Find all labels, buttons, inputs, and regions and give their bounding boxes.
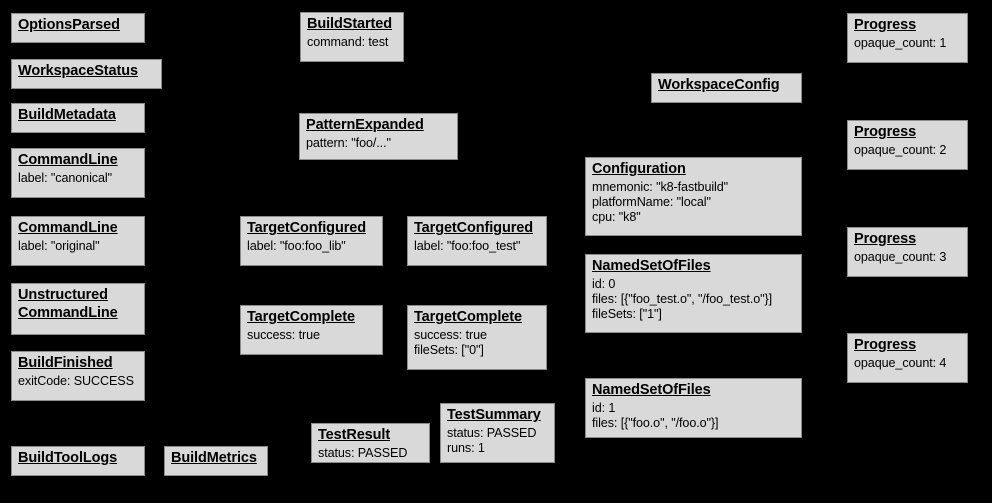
node-title: Progress <box>854 231 917 247</box>
node-fields: opaque_count: 3 <box>854 250 961 265</box>
node-command-line-original[interactable]: CommandLine label: "original" <box>11 216 145 266</box>
node-build-metadata[interactable]: BuildMetadata <box>11 103 145 133</box>
node-unstructured-command-line[interactable]: Unstructured CommandLine <box>11 283 145 335</box>
node-field: label: "canonical" <box>18 170 112 185</box>
node-options-parsed[interactable]: OptionsParsed <box>11 13 145 43</box>
node-field: opaque_count: 3 <box>854 249 947 264</box>
node-field: pattern: "foo/..." <box>306 135 391 150</box>
node-field: fileSets: ["1"] <box>592 307 662 322</box>
node-title: Configuration <box>592 161 686 177</box>
node-title: TargetComplete <box>414 309 522 325</box>
node-fields: pattern: "foo/..." <box>306 136 451 151</box>
node-fields: status: PASSED <box>318 446 423 461</box>
node-test-result[interactable]: TestResult status: PASSED <box>311 423 430 463</box>
node-title: Progress <box>854 124 917 140</box>
node-title: CommandLine <box>18 220 118 236</box>
node-field: opaque_count: 2 <box>854 142 947 157</box>
node-title: BuildMetadata <box>18 107 116 123</box>
node-field: exitCode: SUCCESS <box>18 373 134 388</box>
node-progress-3[interactable]: Progress opaque_count: 3 <box>847 227 968 277</box>
node-build-metrics[interactable]: BuildMetrics <box>164 446 268 476</box>
node-field: files: [{"foo.o", "/foo.o"}] <box>592 416 719 431</box>
node-progress-2[interactable]: Progress opaque_count: 2 <box>847 120 968 170</box>
node-title: CommandLine <box>18 152 118 168</box>
node-field: id: 1 <box>592 400 616 415</box>
node-title: PatternExpanded <box>306 117 424 133</box>
node-title: TestSummary <box>447 407 541 423</box>
node-fields: exitCode: SUCCESS <box>18 374 138 389</box>
node-workspace-config[interactable]: WorkspaceConfig <box>651 73 802 103</box>
node-title: TargetComplete <box>247 309 355 325</box>
node-fields: label: "foo:foo_test" <box>414 239 540 254</box>
node-title: Progress <box>854 17 917 33</box>
node-fields: label: "original" <box>18 239 138 254</box>
node-configuration[interactable]: Configuration mnemonic: "k8-fastbuild"pla… <box>585 157 802 236</box>
node-field: platformName: "local" <box>592 195 711 210</box>
node-fields: command: test <box>307 35 397 50</box>
node-title: WorkspaceStatus <box>18 63 138 79</box>
node-fields: mnemonic: "k8-fastbuild"platformName: "l… <box>592 180 795 226</box>
node-fields: opaque_count: 2 <box>854 143 961 158</box>
node-progress-1[interactable]: Progress opaque_count: 1 <box>847 13 968 63</box>
node-title: TargetConfigured <box>414 220 533 236</box>
node-fields: label: "canonical" <box>18 171 138 186</box>
node-fields: opaque_count: 4 <box>854 356 961 371</box>
node-field: success: true <box>247 327 320 342</box>
node-title: Unstructured CommandLine <box>18 287 118 321</box>
node-title: Progress <box>854 337 917 353</box>
node-field: opaque_count: 1 <box>854 35 947 50</box>
node-title: BuildToolLogs <box>18 450 118 466</box>
node-field: cpu: "k8" <box>592 210 641 225</box>
node-fields: success: true <box>247 328 376 343</box>
node-target-configured-lib[interactable]: TargetConfigured label: "foo:foo_lib" <box>240 216 383 266</box>
node-fields: label: "foo:foo_lib" <box>247 239 376 254</box>
node-fields: opaque_count: 1 <box>854 36 961 51</box>
node-target-complete-lib[interactable]: TargetComplete success: true <box>240 305 383 355</box>
node-title: NamedSetOfFiles <box>592 258 711 274</box>
node-field: opaque_count: 4 <box>854 355 947 370</box>
node-progress-4[interactable]: Progress opaque_count: 4 <box>847 333 968 383</box>
node-command-line-canonical[interactable]: CommandLine label: "canonical" <box>11 148 145 198</box>
node-field: label: "original" <box>18 238 100 253</box>
node-title: OptionsParsed <box>18 17 120 33</box>
node-field: files: [{"foo_test.o", "/foo_test.o"}] <box>592 292 773 307</box>
node-field: mnemonic: "k8-fastbuild" <box>592 179 729 194</box>
node-field: runs: 1 <box>447 441 485 456</box>
node-field: status: PASSED <box>447 425 537 440</box>
node-title: BuildStarted <box>307 16 393 32</box>
node-field: success: true <box>414 327 487 342</box>
node-title: WorkspaceConfig <box>658 77 780 93</box>
node-field: status: PASSED <box>318 445 408 460</box>
node-field: label: "foo:foo_test" <box>414 238 521 253</box>
node-field: fileSets: ["0"] <box>414 343 484 358</box>
node-build-started[interactable]: BuildStarted command: test <box>300 12 404 62</box>
node-field: command: test <box>307 34 389 49</box>
node-field: id: 0 <box>592 276 616 291</box>
node-title: BuildFinished <box>18 355 113 371</box>
node-field: label: "foo:foo_lib" <box>247 238 346 253</box>
node-title: BuildMetrics <box>171 450 257 466</box>
node-title: NamedSetOfFiles <box>592 382 711 398</box>
node-title: TargetConfigured <box>247 220 366 236</box>
node-pattern-expanded[interactable]: PatternExpanded pattern: "foo/..." <box>299 113 458 160</box>
node-target-configured-test[interactable]: TargetConfigured label: "foo:foo_test" <box>407 216 547 266</box>
node-build-tool-logs[interactable]: BuildToolLogs <box>11 446 145 476</box>
node-workspace-status[interactable]: WorkspaceStatus <box>11 59 162 89</box>
node-title: TestResult <box>318 427 391 443</box>
node-build-finished[interactable]: BuildFinished exitCode: SUCCESS <box>11 351 145 401</box>
